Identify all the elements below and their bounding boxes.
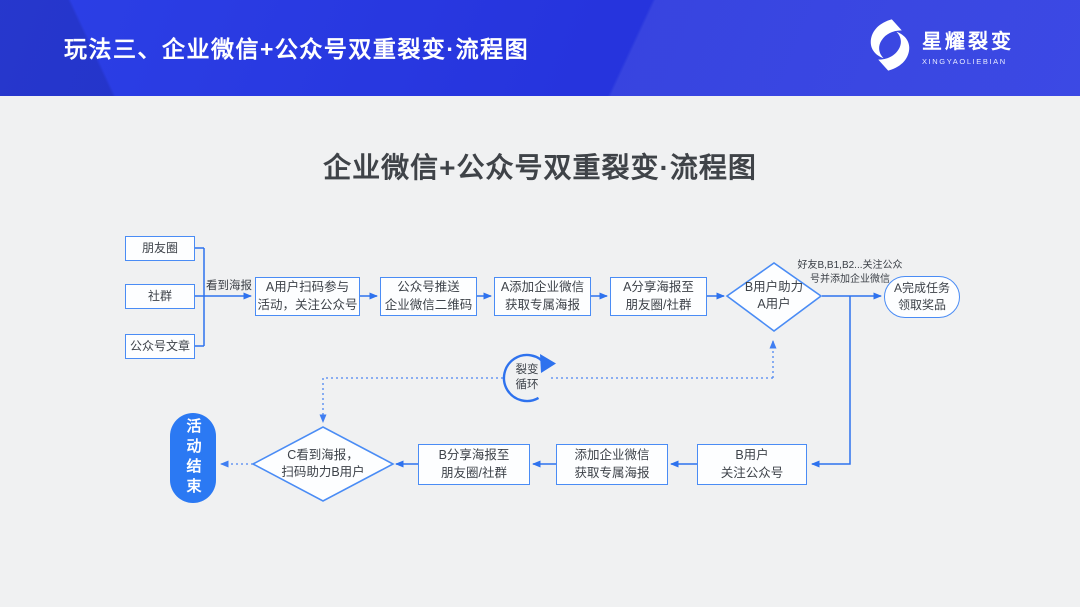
source-box-article: 公众号文章: [125, 334, 195, 359]
diagram-title: 企业微信+公众号双重裂变·流程图: [323, 152, 757, 183]
logo-swirl-icon: [870, 19, 910, 71]
loop-arrowhead-icon: [540, 354, 556, 373]
diamond-b-assist: [725, 262, 823, 332]
brand-logo: 星耀裂变 XINGYAOLIEBIAN: [868, 16, 1014, 74]
arrow-drop-to-b-follow: [811, 296, 851, 468]
header-title: 玩法三、企业微信+公众号双重裂变·流程图: [64, 36, 530, 62]
node-a-reward: A完成任务 领取奖品: [884, 276, 960, 318]
node-push-qr: 公众号推送 企业微信二维码: [380, 277, 477, 316]
node-activity-end: 活动结束: [170, 413, 216, 503]
logo-name: 星耀裂变: [922, 30, 1014, 53]
diamond-c-scan: [251, 426, 395, 502]
header-bar: 玩法三、企业微信+公众号双重裂变·流程图 星耀裂变 XINGYAOLIEBIAN: [0, 0, 1080, 96]
source-box-community: 社群: [125, 284, 195, 309]
label-b-assist: B用户助力 A用户: [744, 279, 804, 311]
edge-label-friends-note: 好友B,B1,B2...关注公众 号并添加企业微信: [797, 259, 903, 286]
node-b-follow: B用户 关注公众号: [697, 444, 807, 485]
node-a-add: A添加企业微信 获取专属海报: [494, 277, 591, 316]
node-a-scan: A用户扫码参与 活动，关注公众号: [255, 277, 360, 316]
source-box-moments: 朋友圈: [125, 236, 195, 261]
label-fission-loop: 裂变 循环: [515, 364, 539, 391]
logo-text: 星耀裂变 XINGYAOLIEBIAN: [922, 25, 1014, 66]
loop-circle-mask: [504, 355, 550, 401]
node-b-add: 添加企业微信 获取专属海报: [556, 444, 668, 485]
loop-circle-arc: [502, 353, 547, 403]
node-a-share: A分享海报至 朋友圈/社群: [610, 277, 707, 316]
edge-label-see-poster: 看到海报: [206, 280, 252, 292]
source-bracket: [195, 247, 205, 347]
logo-subtitle: XINGYAOLIEBIAN: [922, 56, 1007, 66]
label-c-scan: C看到海报， 扫码助力B用户: [281, 447, 365, 479]
node-b-share: B分享海报至 朋友圈/社群: [418, 444, 530, 485]
